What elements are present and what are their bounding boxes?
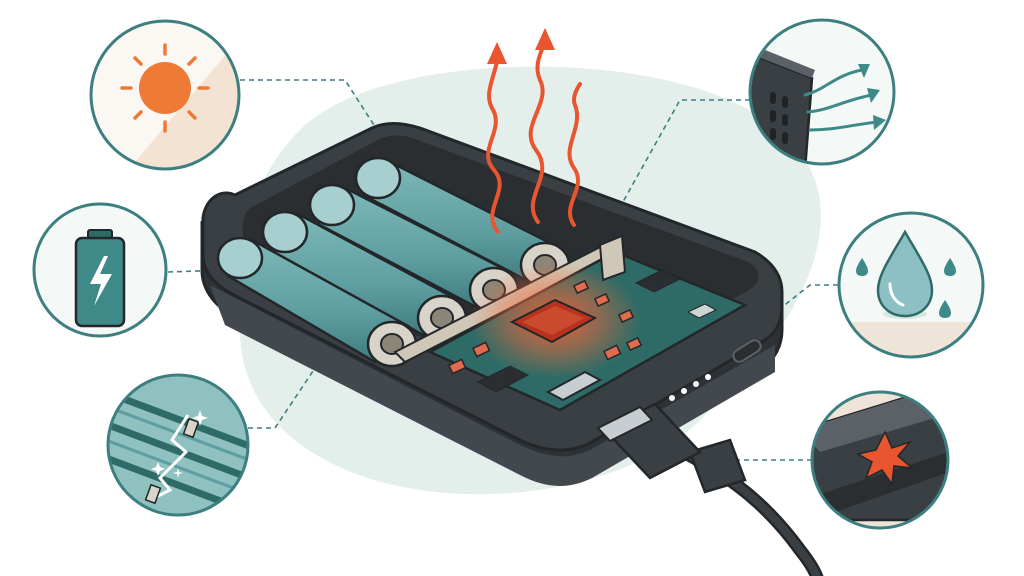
circuit-board: [427, 234, 748, 412]
status-leds: [669, 374, 711, 401]
heat-waves: [486, 40, 582, 234]
power-button: [732, 339, 762, 363]
callout-moisture: [837, 211, 985, 359]
microchip: [509, 298, 598, 344]
cable-connector-plug: [596, 405, 654, 443]
callout-heat-exposure: [89, 19, 241, 171]
callout-impact-damage: [810, 390, 950, 530]
cable-strain-relief: [688, 438, 747, 494]
pcb-components: [447, 279, 643, 375]
power-bank: [200, 28, 824, 576]
leader-vent: [609, 99, 750, 226]
heat-wave-3: [567, 82, 582, 227]
callout-cell-crack: [106, 373, 250, 517]
heat-wave-1: [486, 60, 502, 234]
heat-wave-2: [528, 40, 547, 224]
pcb-dark-chips: [476, 269, 718, 393]
sun-icon: [120, 43, 210, 133]
impact-burst-icon: [812, 392, 948, 522]
pcb-rail: [598, 234, 627, 282]
usb-c-port: [545, 370, 603, 402]
usb-cable: [596, 402, 824, 576]
heat-arrowheads: [487, 28, 555, 64]
leader-moisture: [771, 284, 838, 316]
callout-battery-charge: [32, 202, 168, 338]
water-drop-icon: [856, 229, 956, 318]
battery-charge-icon: [74, 229, 126, 328]
